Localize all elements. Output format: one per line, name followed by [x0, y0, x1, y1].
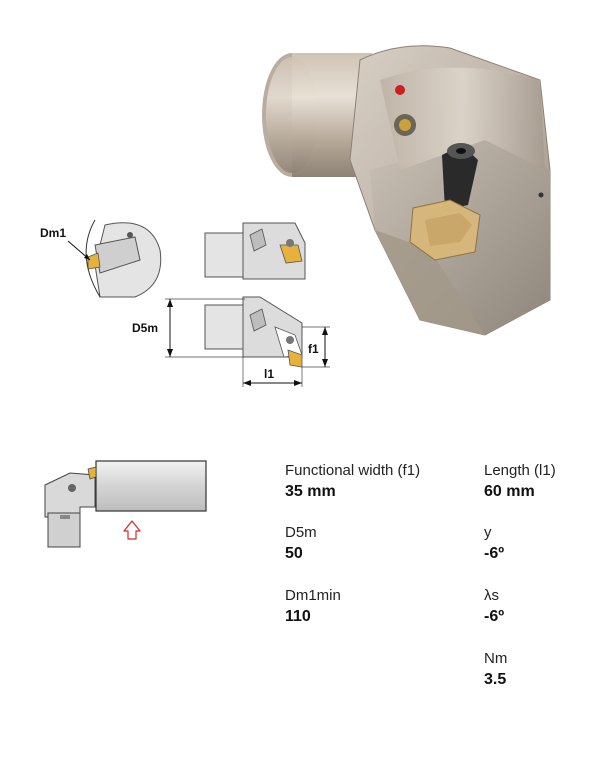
- workpiece-block: [95, 460, 207, 512]
- end-view: [85, 219, 162, 298]
- dm1-label: Dm1: [40, 226, 66, 240]
- spec-value: 50: [285, 545, 303, 562]
- bottom-side-view: [204, 296, 303, 368]
- spec-label: D5m: [285, 524, 317, 541]
- spec-value: 3.5: [484, 671, 507, 688]
- clamp-screw: [442, 143, 478, 210]
- spec-value: -6º: [484, 608, 505, 625]
- red-marker-dot: [395, 85, 405, 95]
- spec-value: -6º: [484, 545, 505, 562]
- spec-value: 110: [285, 608, 311, 625]
- spec-label: Functional width (f1): [285, 462, 421, 479]
- spec-label: λs: [484, 587, 499, 604]
- spec-label: y: [484, 524, 492, 541]
- technical-drawing: Dm1 D5m f1 l1: [40, 219, 330, 387]
- spec-label: Length (l1): [484, 462, 556, 479]
- d5m-label: D5m: [132, 321, 158, 335]
- tool-holder-icon: [44, 466, 97, 548]
- cutting-insert: [409, 199, 481, 261]
- top-side-view: [204, 222, 306, 280]
- spec-value: 60 mm: [484, 483, 535, 500]
- f1-label: f1: [308, 342, 319, 356]
- spec-value: 35 mm: [285, 483, 336, 500]
- l1-label: l1: [264, 367, 274, 381]
- operation-icon: [44, 460, 207, 548]
- spec-label: Nm: [484, 650, 508, 667]
- product-render: [262, 45, 551, 336]
- spec-label: Dm1min: [285, 587, 341, 604]
- feed-direction-arrow-icon: [123, 520, 141, 540]
